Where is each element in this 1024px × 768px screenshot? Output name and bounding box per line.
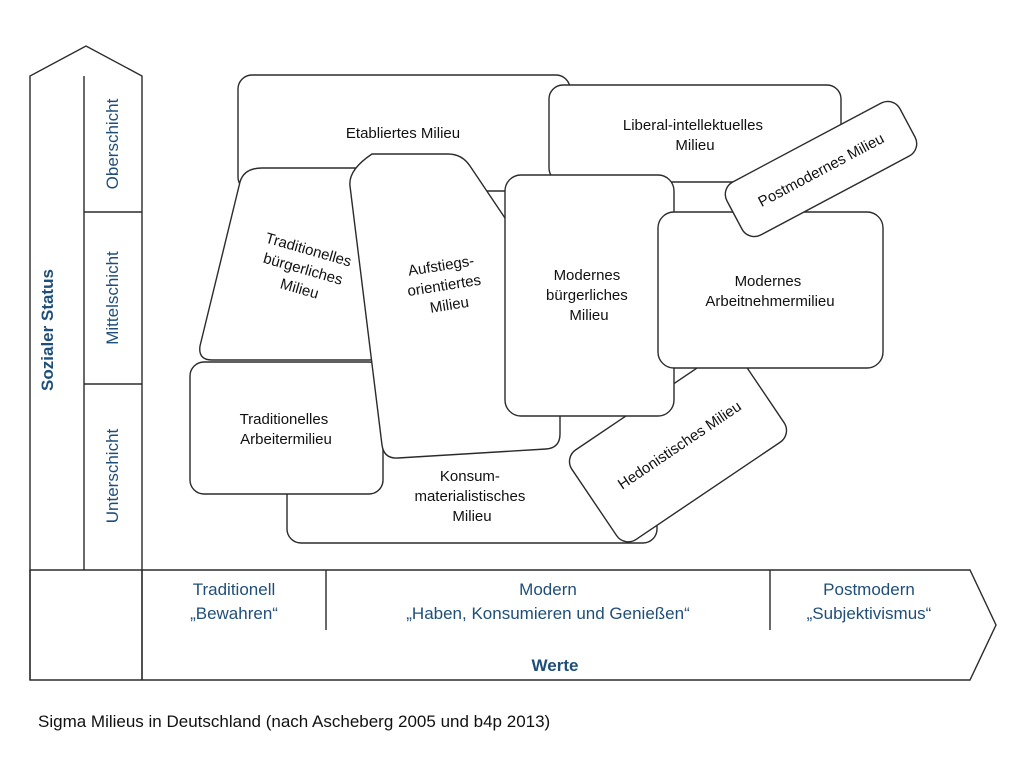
x-group-traditionell-title: Traditionell — [193, 580, 276, 599]
x-group-traditionell-subtitle: „Bewahren“ — [190, 604, 278, 623]
x-axis-arrow — [29, 569, 997, 681]
y-axis-arrow — [29, 45, 143, 680]
x-group-postmodern-title: Postmodern — [823, 580, 915, 599]
x-group-modern-subtitle: „Haben, Konsumieren und Genießen“ — [406, 604, 690, 623]
y-axis-label: Sozialer Status — [38, 269, 57, 391]
y-level-unterschicht: Unterschicht — [103, 428, 122, 523]
svg-text:Aufstiegs- orientiertes: Aufstiegs- orientiertes Milieu — [403, 251, 489, 320]
milieu-liberal-intellektuell: Liberal-intellektuelles Milieu — [548, 84, 842, 183]
x-group-modern-title: Modern — [519, 580, 577, 599]
svg-text:Modernes Arbeitnehmermil: Modernes Arbeitnehmermilieu — [705, 273, 834, 310]
milieu-modern-buergerlich: Modernes bürgerliches Milieu — [504, 174, 675, 417]
svg-text:Konsum- materialistische: Konsum- materialistisches Milieu — [414, 468, 529, 525]
y-level-mittelschicht: Mittelschicht — [103, 251, 122, 345]
figure-caption: Sigma Milieus in Deutschland (nach Asche… — [38, 712, 550, 731]
svg-text:Modernes bürgerliches: Modernes bürgerliches Milieu — [546, 267, 632, 324]
milieu-modern-arbeitnehmer: Modernes Arbeitnehmermilieu — [657, 211, 884, 369]
y-level-oberschicht: Oberschicht — [103, 98, 122, 189]
svg-text:Traditionelles Arbeiterm: Traditionelles Arbeitermilieu — [240, 411, 333, 448]
milieu-traditionell-arbeiter: Traditionelles Arbeitermilieu — [189, 361, 384, 495]
x-axis-label: Werte — [532, 656, 579, 675]
svg-text:Etabliertes Milieu: Etabliertes Milieu — [346, 125, 460, 142]
x-group-postmodern-subtitle: „Subjektivismus“ — [807, 604, 932, 623]
svg-text:Liberal-intellektuelles: Liberal-intellektuelles Milieu — [623, 117, 767, 154]
milieu-traditionell-buergerlich: Traditionelles bürgerliches Milieu — [199, 167, 399, 361]
